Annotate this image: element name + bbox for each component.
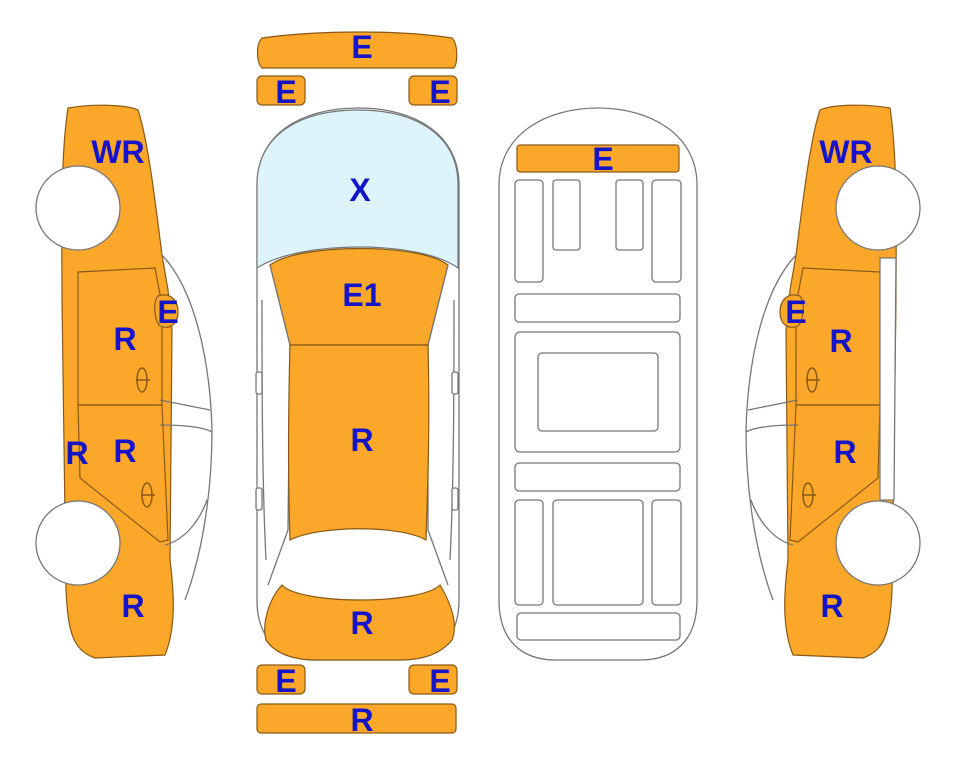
right-side-roof-edge: [879, 257, 897, 501]
right-side-rear-door-outline: [789, 404, 881, 543]
left-side-rear-door-outline: [77, 404, 169, 543]
windshield-glass[interactable]: [256, 109, 459, 270]
right-taillight-label: E: [429, 663, 450, 699]
underbody-rear-center-panel: [552, 499, 644, 606]
left-mirror-label: E: [157, 294, 178, 330]
underbody-rear-right-rail: [651, 499, 682, 606]
top-view: E E E X E1 R R E E R: [255, 29, 460, 738]
left-rear-wheel: [35, 500, 121, 586]
right-side-window-line: [745, 399, 799, 546]
front-crossmember-label: E: [592, 141, 613, 177]
left-rear-door-handle: [141, 482, 155, 508]
left-side-window-line: [159, 399, 213, 546]
right-front-wheel: [835, 165, 921, 251]
underbody-front-bar: [514, 293, 681, 323]
right-front-door-handle: [806, 367, 820, 393]
windshield-label: X: [349, 172, 371, 208]
right-rear-wheel: [835, 500, 921, 586]
left-taillight-panel[interactable]: [256, 664, 306, 695]
underbody-mid-bar: [514, 462, 681, 492]
left-rear-quarter-label: R: [121, 588, 144, 624]
hood-label: E1: [342, 277, 381, 313]
underbody-front-right-block: [615, 179, 644, 251]
left-front-door-handle: [136, 367, 150, 393]
underbody-center-panel: [537, 352, 659, 432]
hood-panel[interactable]: [269, 247, 449, 346]
left-side-mirror[interactable]: [154, 294, 179, 328]
right-headlight-label: E: [429, 74, 450, 110]
rear-bumper-panel[interactable]: [256, 703, 457, 734]
trunk-label: R: [350, 605, 373, 641]
right-rear-quarter-label: R: [820, 588, 843, 624]
right-side-view: WR E R R R: [745, 104, 921, 659]
left-front-fender-label: WR: [91, 134, 144, 170]
top-view-right-mirror: [451, 371, 459, 395]
top-view-left-mirror: [255, 371, 263, 395]
right-front-fender-label: WR: [819, 134, 872, 170]
top-view-right-rear-marker: [451, 487, 459, 511]
front-crossmember-panel[interactable]: [516, 144, 680, 173]
roof-panel[interactable]: [287, 344, 430, 542]
trunk-panel[interactable]: [264, 584, 455, 661]
roof-label: R: [350, 422, 373, 458]
underbody-front-left-rail: [514, 179, 544, 283]
front-bumper-panel[interactable]: [256, 31, 458, 69]
underbody-front-left-block: [552, 179, 581, 251]
top-view-left-rear-marker: [255, 487, 263, 511]
right-side-mirror[interactable]: [779, 294, 804, 328]
left-sill-label: R: [65, 435, 88, 471]
left-front-door-label: R: [113, 321, 136, 357]
right-rear-door-label: R: [833, 434, 856, 470]
left-taillight-label: E: [275, 663, 296, 699]
underbody-front-right-rail: [651, 179, 682, 283]
front-bumper-label: E: [351, 29, 372, 65]
left-side-front-door-outline: [77, 267, 163, 406]
left-rear-door-label: R: [113, 433, 136, 469]
underbody-rear-bar: [516, 612, 681, 641]
left-side-view: WR E R R R R: [35, 104, 213, 659]
underbody-view: E: [498, 107, 698, 661]
rear-bumper-label: R: [350, 702, 373, 738]
right-front-door-label: R: [829, 323, 852, 359]
right-side-cabin-outline: [745, 254, 797, 601]
right-mirror-label: E: [785, 294, 806, 330]
left-headlight-panel[interactable]: [256, 75, 306, 106]
right-rear-door-handle: [802, 482, 816, 508]
right-headlight-panel[interactable]: [408, 75, 458, 106]
left-front-wheel: [35, 165, 121, 251]
underbody-rear-left-rail: [514, 499, 544, 606]
left-side-cabin-outline: [161, 254, 213, 601]
right-taillight-panel[interactable]: [408, 664, 458, 695]
left-headlight-label: E: [275, 74, 296, 110]
